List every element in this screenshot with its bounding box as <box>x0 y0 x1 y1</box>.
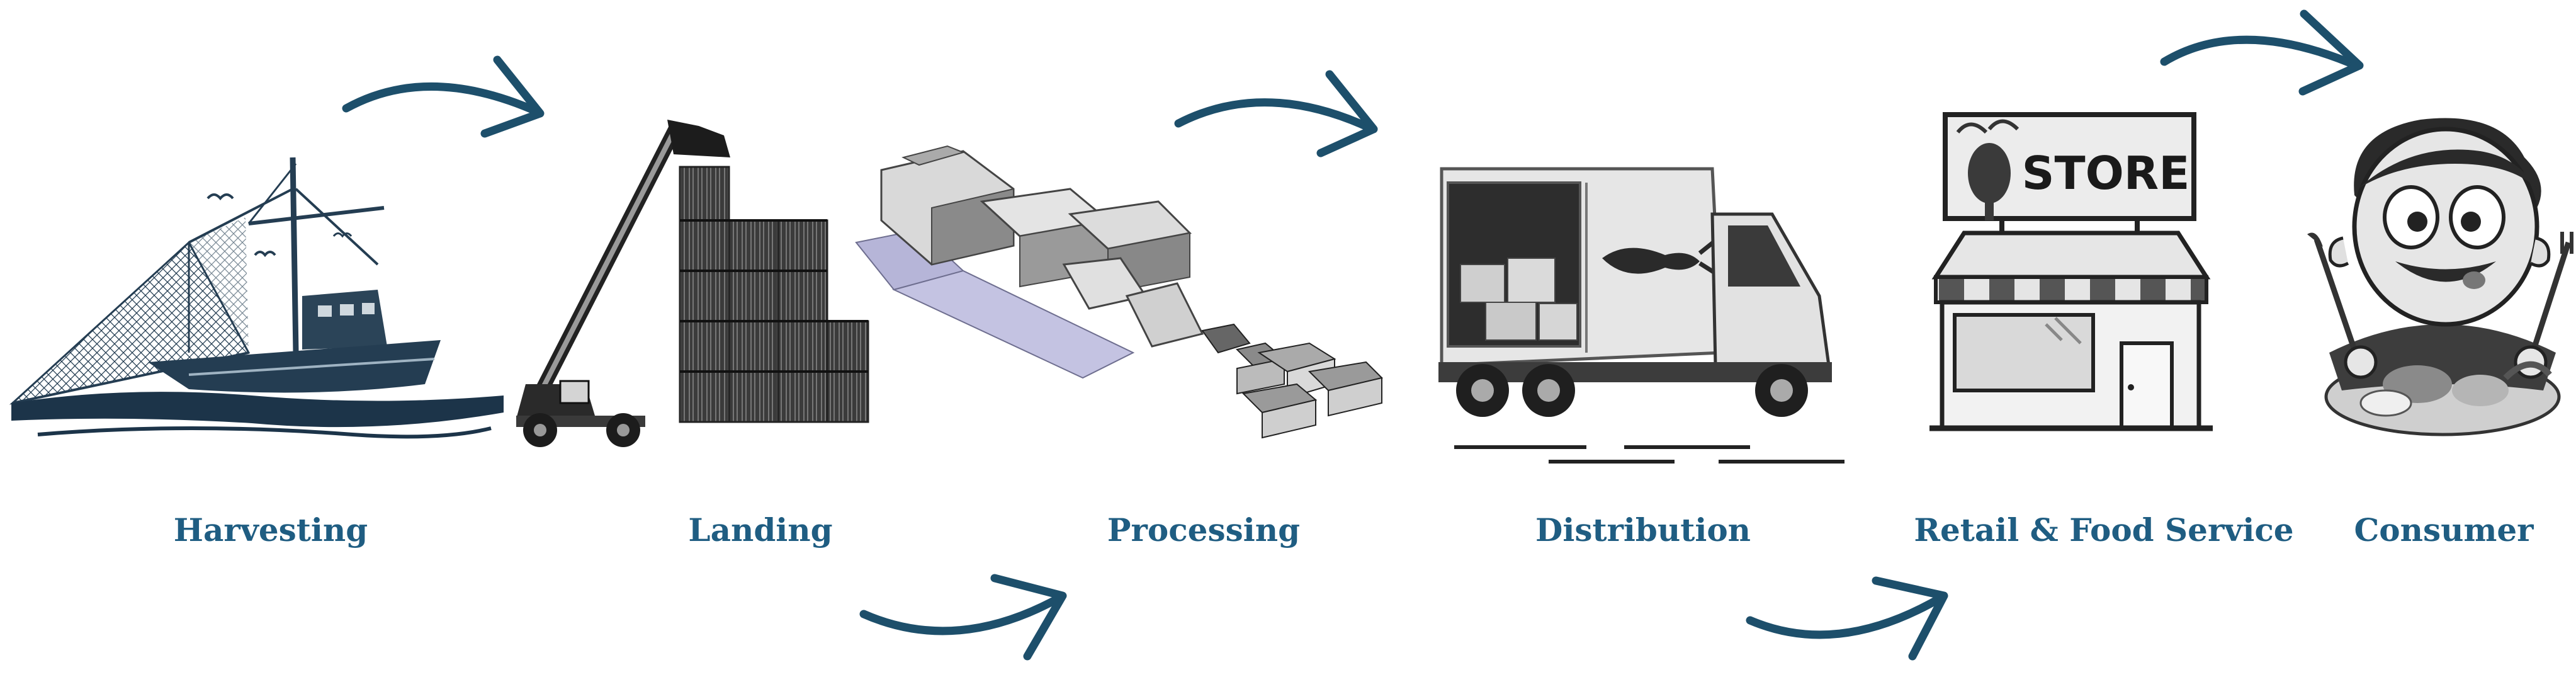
delivery-truck-icon <box>1438 167 1844 464</box>
store-icon: STORE <box>1929 112 2213 431</box>
store-sign-text: STORE <box>2022 147 2190 200</box>
flow-arrow-1 <box>342 55 545 138</box>
container-crane-icon <box>516 120 869 447</box>
processing-machine-icon <box>855 145 1383 439</box>
flow-arrow-4 <box>1746 576 1948 661</box>
stage-label-processing: Processing <box>1107 511 1301 549</box>
flow-arrow-5 <box>2160 9 2364 96</box>
stage-label-consumer: Consumer <box>2354 511 2534 549</box>
stage-label-distribution: Distribution <box>1535 511 1751 549</box>
flow-arrow-3 <box>1174 70 1378 157</box>
fishing-boat-icon <box>9 157 504 439</box>
flow-arrow-2 <box>859 574 1067 661</box>
happy-consumer-icon <box>2307 118 2573 436</box>
stage-label-harvesting: Harvesting <box>173 511 368 549</box>
stage-label-landing: Landing <box>688 511 833 549</box>
stage-label-retail: Retail & Food Service <box>1914 511 2294 549</box>
